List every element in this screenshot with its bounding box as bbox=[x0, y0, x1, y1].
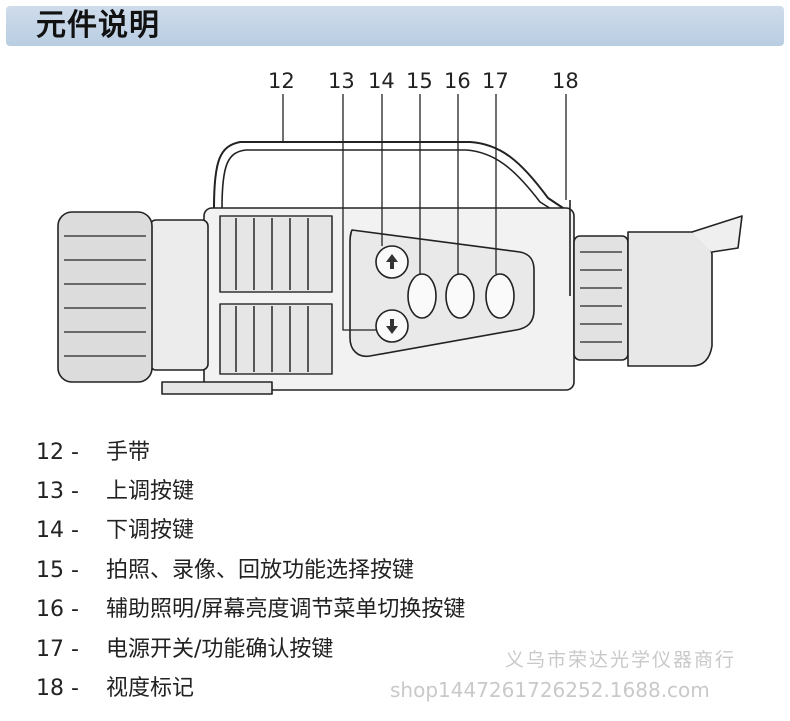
legend-item: 18 - 视度标记 bbox=[36, 669, 636, 708]
parts-legend: 12 - 手带 13 - 上调按键 14 - 下调按键 15 - 拍照、录像、回… bbox=[36, 433, 636, 709]
monocular-diagram: 12 13 14 15 16 17 18 bbox=[57, 69, 743, 395]
legend-label: 上调按键 bbox=[106, 479, 195, 505]
photo-video-button bbox=[407, 273, 437, 319]
eyecup bbox=[627, 231, 713, 367]
legend-label: 视度标记 bbox=[106, 676, 195, 702]
legend-item: 12 - 手带 bbox=[36, 433, 636, 472]
focus-ring bbox=[57, 211, 153, 383]
legend-label: 下调按键 bbox=[106, 518, 195, 544]
legend-number: 16 - bbox=[36, 597, 79, 623]
hand-strap bbox=[213, 141, 567, 211]
legend-number: 17 - bbox=[36, 636, 79, 662]
section-title: 元件说明 bbox=[36, 8, 160, 43]
ir-menu-button bbox=[445, 273, 475, 319]
callout-13: 13 bbox=[328, 69, 355, 93]
callout-16: 16 bbox=[444, 69, 471, 93]
legend-label: 手带 bbox=[106, 439, 151, 465]
legend-number: 13 - bbox=[36, 479, 79, 505]
section-header: 元件说明 bbox=[6, 6, 784, 46]
legend-number: 18 - bbox=[36, 676, 79, 702]
legend-item: 13 - 上调按键 bbox=[36, 472, 636, 511]
watermark-shop-url: shop1447261726252.1688.com bbox=[390, 678, 710, 702]
legend-number: 14 - bbox=[36, 518, 79, 544]
legend-number: 12 - bbox=[36, 439, 79, 465]
callout-15: 15 bbox=[406, 69, 433, 93]
legend-item: 15 - 拍照、录像、回放功能选择按键 bbox=[36, 551, 636, 590]
legend-label: 辅助照明/屏幕亮度调节菜单切换按键 bbox=[106, 597, 466, 623]
watermark-company: 义乌市荣达光学仪器商行 bbox=[505, 649, 737, 671]
callout-17: 17 bbox=[482, 69, 509, 93]
legend-item: 17 - 电源开关/功能确认按键 bbox=[36, 630, 636, 669]
grip-ribs bbox=[219, 215, 333, 375]
legend-item: 14 - 下调按键 bbox=[36, 512, 636, 551]
power-ok-button bbox=[485, 273, 515, 319]
callout-18: 18 bbox=[552, 69, 579, 93]
legend-number: 15 - bbox=[36, 557, 79, 583]
callout-12: 12 bbox=[268, 69, 295, 93]
legend-label: 拍照、录像、回放功能选择按键 bbox=[106, 557, 415, 583]
callout-14: 14 bbox=[368, 69, 395, 93]
legend-item: 16 - 辅助照明/屏幕亮度调节菜单切换按键 bbox=[36, 591, 636, 630]
legend-label: 电源开关/功能确认按键 bbox=[106, 636, 334, 662]
